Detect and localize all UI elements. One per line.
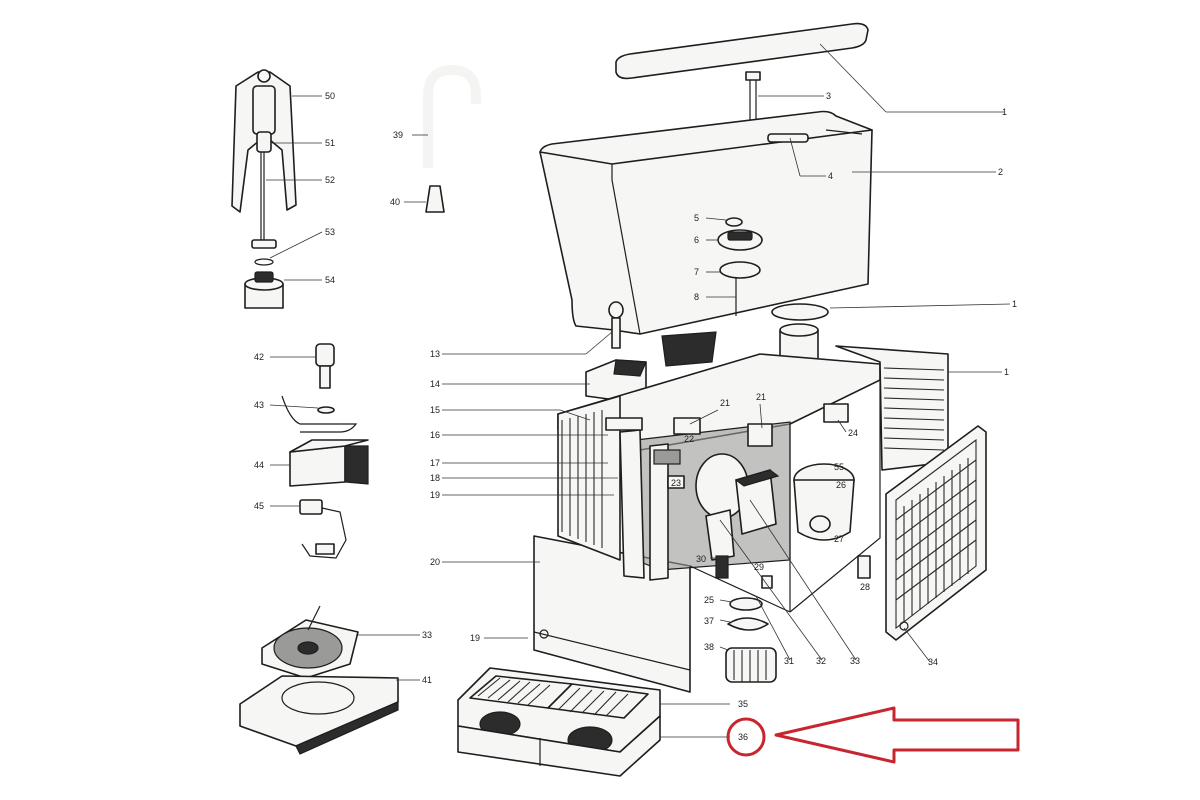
callout-38: 38 bbox=[704, 642, 714, 652]
part-35-drip-grid bbox=[457, 667, 661, 754]
callout-4: 4 bbox=[828, 171, 833, 181]
part-25-washer bbox=[729, 597, 763, 611]
callout-35: 35 bbox=[738, 699, 748, 709]
part-1-lid bbox=[615, 22, 869, 80]
callout-17: 17 bbox=[430, 458, 440, 468]
callout-14: 14 bbox=[430, 379, 440, 389]
callout-50: 50 bbox=[325, 91, 335, 101]
highlight-arrow bbox=[774, 706, 1020, 764]
callout-5: 5 bbox=[694, 213, 699, 223]
part-44-drip-tray bbox=[289, 439, 369, 487]
callout-41: 41 bbox=[422, 675, 432, 685]
callout-40: 40 bbox=[390, 197, 400, 207]
part-19-strip bbox=[619, 429, 645, 579]
callout-2: 2 bbox=[998, 167, 1003, 177]
part-53-ring bbox=[254, 258, 274, 266]
callout-18: 18 bbox=[430, 473, 440, 483]
part-21b-clip bbox=[747, 423, 773, 447]
part-21-clip bbox=[673, 417, 701, 435]
part-39-bent-pipe bbox=[423, 64, 481, 168]
callout-21b: 21 bbox=[756, 392, 766, 402]
part-28 bbox=[857, 555, 871, 579]
part-45-switch bbox=[299, 499, 347, 559]
callout-25: 25 bbox=[704, 595, 714, 605]
part-54-valve-body bbox=[244, 271, 284, 309]
frame-right-post bbox=[789, 364, 881, 613]
callout-33-mid: 33 bbox=[850, 656, 860, 666]
callout-34: 34 bbox=[928, 657, 938, 667]
callout-13: 13 bbox=[430, 349, 440, 359]
callout-labels: 50 51 52 53 54 39 40 42 43 44 45 33 41 3… bbox=[254, 91, 1017, 742]
callout-51: 51 bbox=[325, 138, 335, 148]
part-2-bowl bbox=[539, 110, 873, 335]
callout-16: 16 bbox=[430, 430, 440, 440]
part-13-fitting bbox=[608, 301, 624, 349]
part-16-clip bbox=[605, 417, 643, 431]
callout-19-lower: 19 bbox=[470, 633, 480, 643]
callout-43: 43 bbox=[254, 400, 264, 410]
callout-19: 19 bbox=[430, 490, 440, 500]
part-36-drip-base bbox=[457, 715, 661, 777]
callout-45: 45 bbox=[254, 501, 264, 511]
callout-8: 8 bbox=[694, 292, 699, 302]
callout-7: 7 bbox=[694, 267, 699, 277]
part-30 bbox=[715, 555, 729, 579]
part-52-spindle bbox=[251, 131, 277, 249]
callout-21: 21 bbox=[720, 398, 730, 408]
callout-53: 53 bbox=[325, 227, 335, 237]
callout-37: 37 bbox=[704, 616, 714, 626]
part-22 bbox=[653, 449, 681, 465]
callout-24: 24 bbox=[848, 428, 858, 438]
callout-15: 15 bbox=[430, 405, 440, 415]
callout-55: 55 bbox=[834, 462, 844, 472]
part-5-8-stack bbox=[717, 217, 763, 316]
callout-36: 36 bbox=[738, 732, 748, 742]
highlight-circle bbox=[726, 717, 766, 757]
bowl-tap bbox=[661, 331, 717, 367]
part-38-motor bbox=[725, 647, 777, 683]
part-24-clip bbox=[823, 403, 849, 423]
part-42-knob bbox=[315, 343, 335, 389]
callout-44: 44 bbox=[254, 460, 264, 470]
part-40-nozzle bbox=[425, 185, 445, 213]
callout-54: 54 bbox=[325, 275, 335, 285]
part-41-fan-cover bbox=[239, 675, 399, 755]
callout-32: 32 bbox=[816, 656, 826, 666]
part-34-side-panel bbox=[885, 425, 987, 641]
part-55-compressor bbox=[793, 463, 855, 541]
callout-1-grill: 1 bbox=[1004, 367, 1009, 377]
part-23-plate bbox=[667, 475, 685, 489]
part-33-fan bbox=[261, 605, 359, 679]
callout-20: 20 bbox=[430, 557, 440, 567]
callout-1-ring: 1 bbox=[1012, 299, 1017, 309]
part-29 bbox=[761, 575, 773, 589]
leader-lines bbox=[266, 43, 1011, 738]
callout-42: 42 bbox=[254, 352, 264, 362]
part-32 bbox=[705, 509, 735, 561]
callout-26: 26 bbox=[836, 480, 846, 490]
callout-6: 6 bbox=[694, 235, 699, 245]
part-43-washer bbox=[281, 395, 358, 433]
callout-27: 27 bbox=[834, 534, 844, 544]
callout-39: 39 bbox=[393, 130, 403, 140]
callout-30: 30 bbox=[696, 554, 706, 564]
callout-22: 22 bbox=[684, 434, 694, 444]
part-37-seal bbox=[727, 617, 769, 631]
callout-52: 52 bbox=[325, 175, 335, 185]
callout-1-lid: 1 bbox=[1002, 107, 1007, 117]
callout-29: 29 bbox=[754, 562, 764, 572]
callout-3: 3 bbox=[826, 91, 831, 101]
callout-31: 31 bbox=[784, 656, 794, 666]
callout-28: 28 bbox=[860, 582, 870, 592]
callout-23: 23 bbox=[671, 478, 681, 488]
callout-33: 33 bbox=[422, 630, 432, 640]
